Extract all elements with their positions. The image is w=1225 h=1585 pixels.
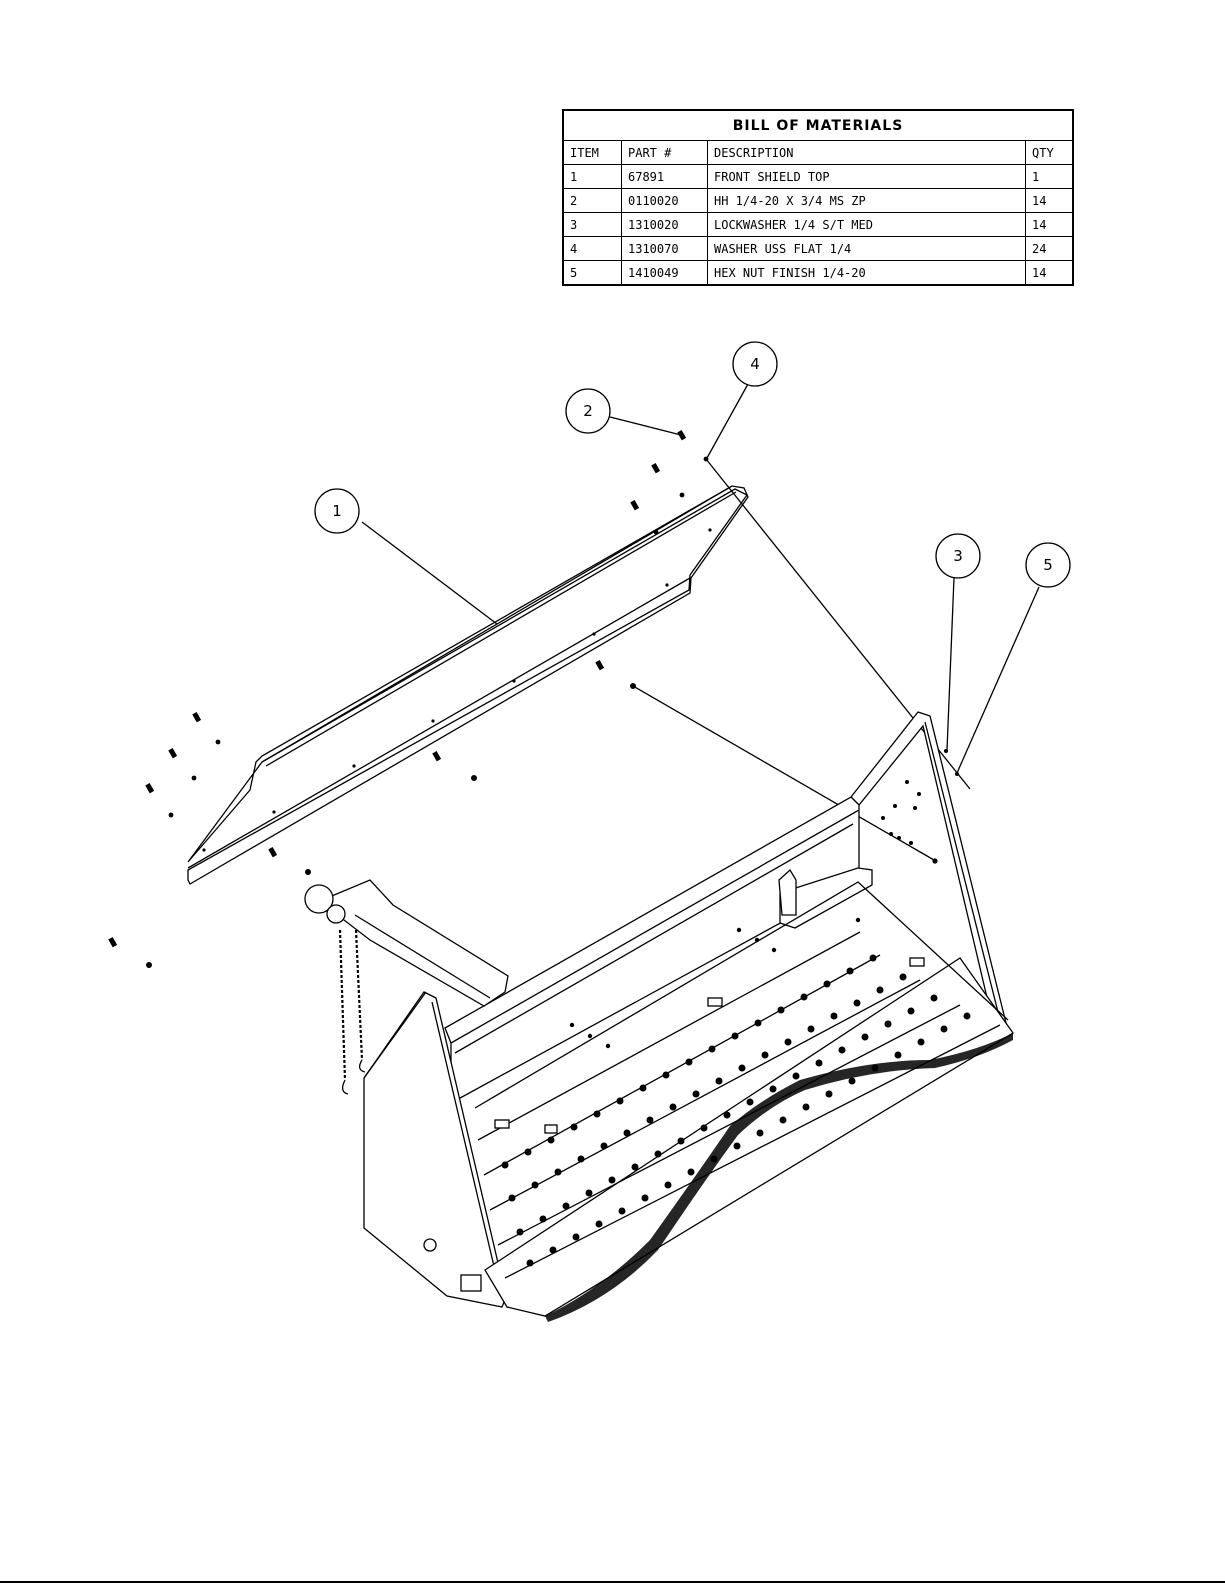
item-balloon-5: 5: [1026, 543, 1070, 587]
balloon-label: 4: [750, 355, 760, 373]
balloon-leaders: [362, 384, 1039, 773]
front-shield-top-part: [188, 486, 748, 884]
item-balloon-1: 1: [315, 489, 359, 533]
balloon-label: 5: [1043, 556, 1053, 574]
item-balloon-2: 2: [566, 389, 610, 433]
balloon-label: 1: [332, 502, 342, 520]
item-balloon-3: 3: [936, 534, 980, 578]
balloon-label: 2: [583, 402, 593, 420]
carrier-assembly: [305, 712, 1013, 1322]
item-balloon-4: 4: [733, 342, 777, 386]
balloon-label: 3: [953, 547, 963, 565]
